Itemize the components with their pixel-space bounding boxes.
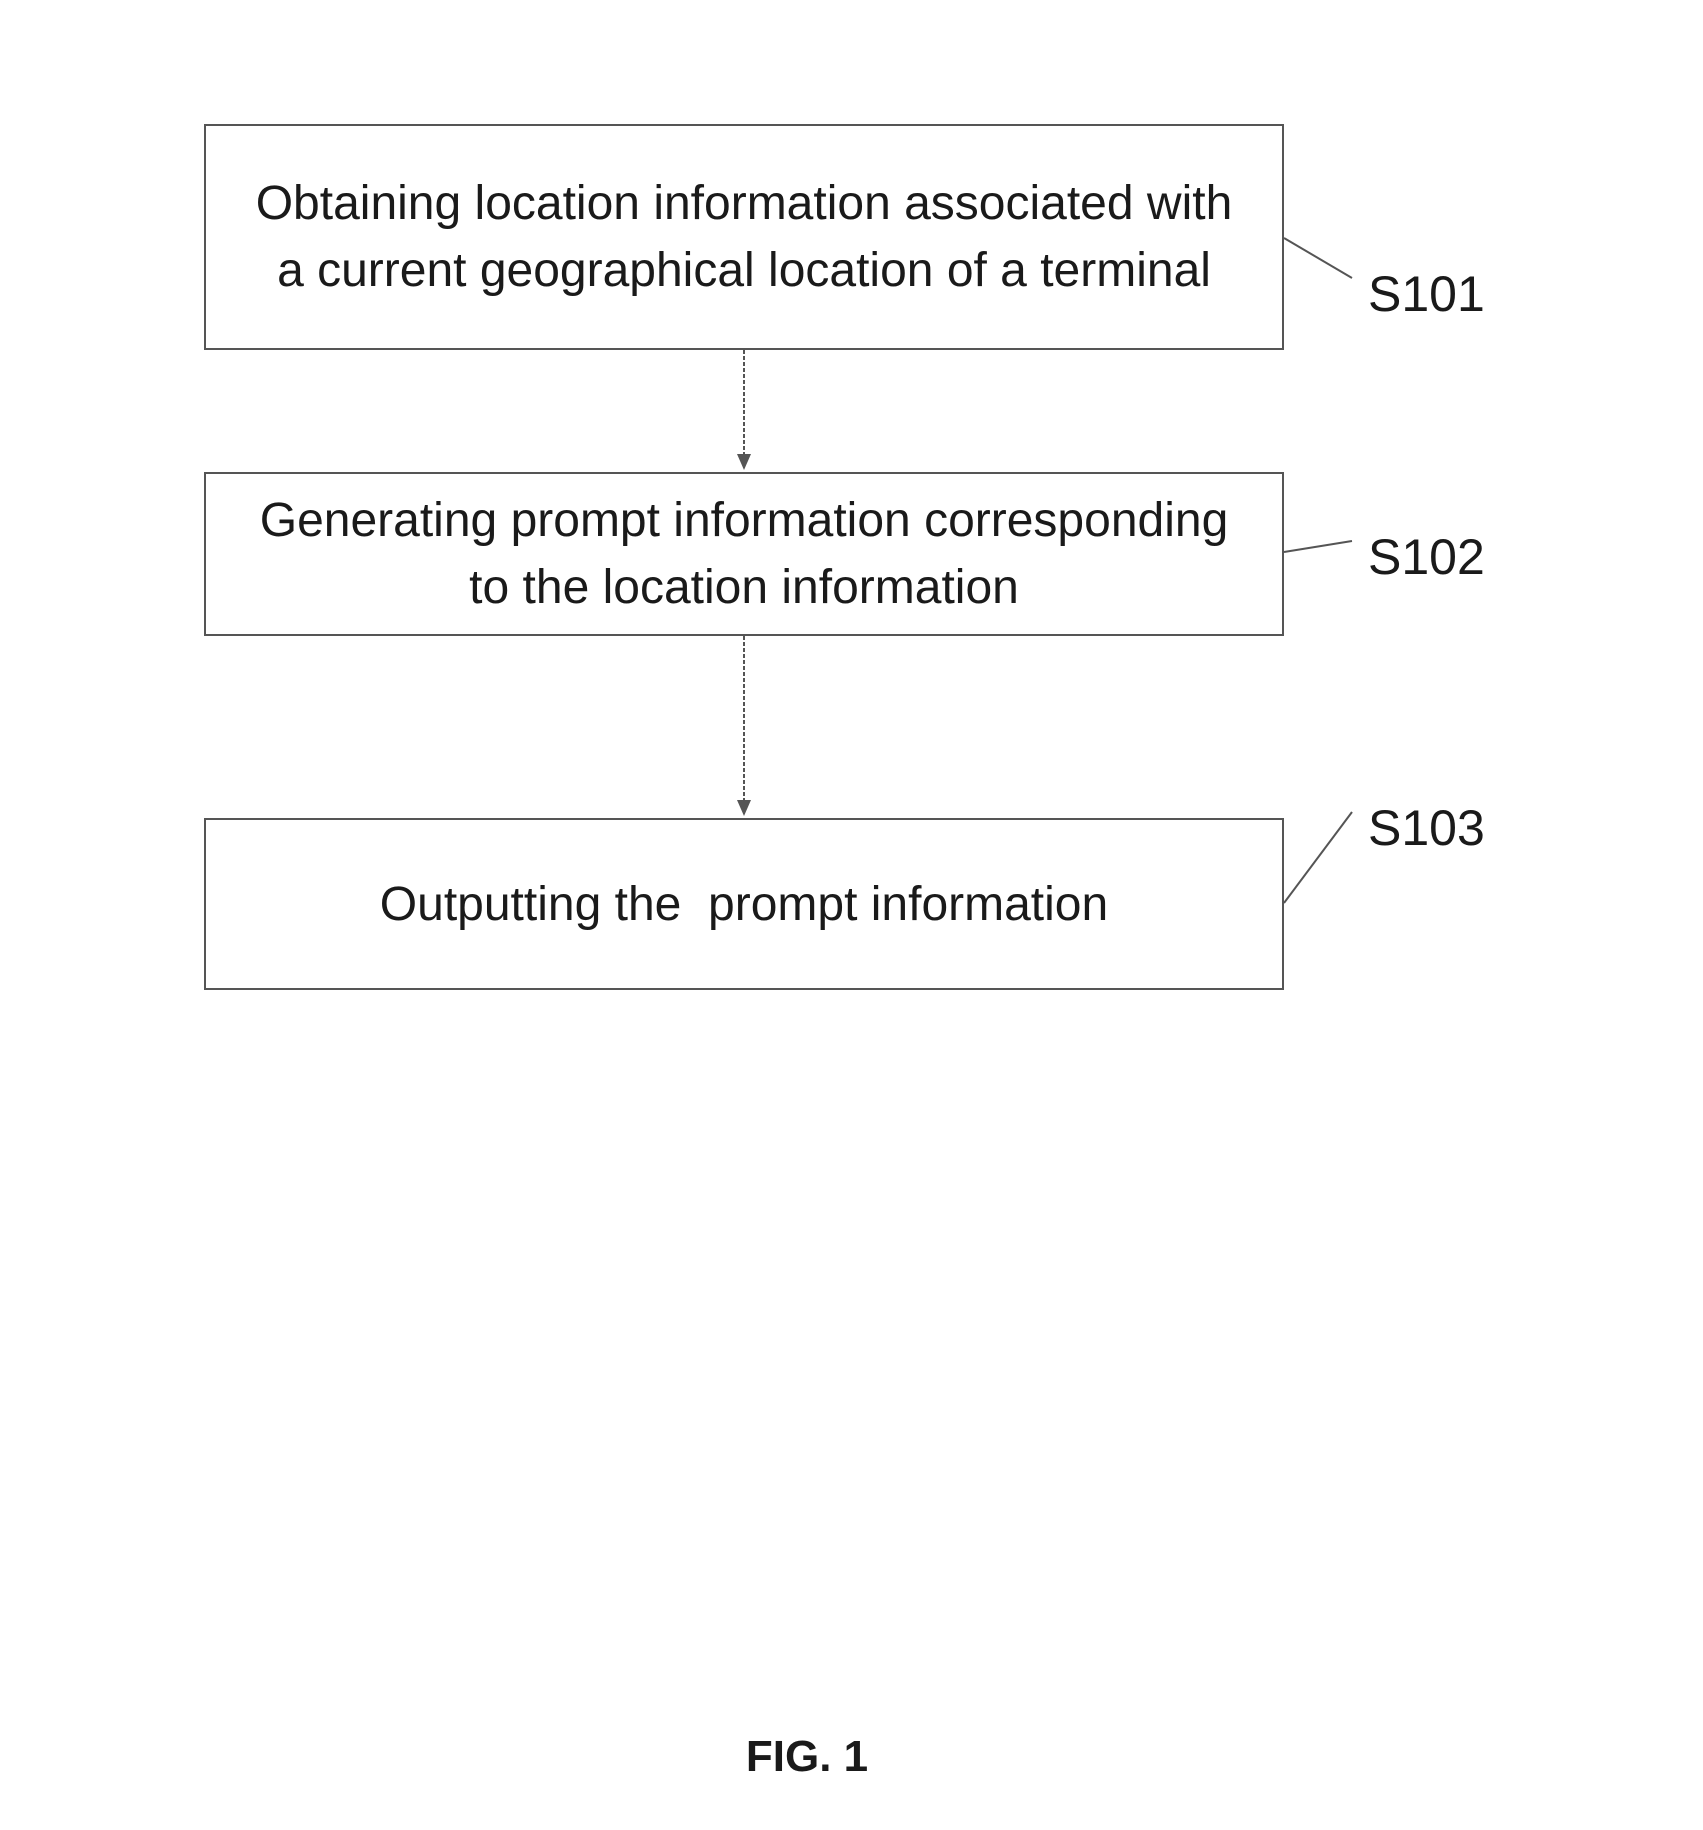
leader-line-s103: [1284, 812, 1352, 903]
step-text-s101: Obtaining location information associate…: [236, 170, 1252, 304]
step-label-s103: S103: [1368, 800, 1485, 856]
step-box-s103: Outputting the prompt information: [204, 818, 1284, 990]
leader-line-s102: [1284, 541, 1352, 552]
step-label-s101: S101: [1368, 266, 1485, 322]
leader-line-s101: [1284, 238, 1352, 278]
step-text-s102: Generating prompt information correspond…: [236, 487, 1252, 621]
step-box-s102: Generating prompt information correspond…: [204, 472, 1284, 636]
step-text-s103: Outputting the prompt information: [380, 871, 1108, 938]
figure-caption: FIG. 1: [0, 1732, 1614, 1782]
step-box-s101: Obtaining location information associate…: [204, 124, 1284, 350]
step-label-s102: S102: [1368, 529, 1485, 585]
